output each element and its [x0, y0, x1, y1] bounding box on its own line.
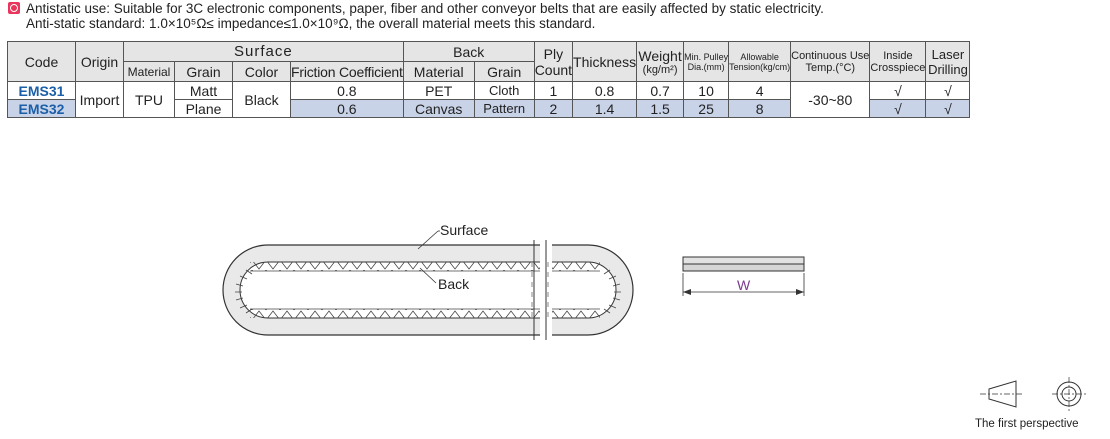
header-laser: Laser Drilling	[925, 41, 971, 82]
table-row: EMS32 Plane 0.6 Canvas Pattern 2 1.4 1.5…	[7, 99, 971, 118]
header-allowable-text: Allowable	[740, 51, 779, 62]
perspective-label: The first perspective	[975, 418, 1079, 430]
header-continuous-unit: Temp.(°C)	[805, 61, 856, 74]
surface-label: Surface	[440, 222, 488, 238]
back-leader	[419, 267, 437, 284]
note-antistatic-use: Antistatic use: Suitable for 3C electron…	[8, 1, 824, 17]
note-antistatic-standard: Anti-static standard: 1.0×10⁵Ω≤ impedanc…	[26, 16, 596, 31]
header-back: Back	[402, 41, 535, 62]
back-label: Back	[438, 276, 470, 292]
header-laser-text: Laser	[931, 46, 965, 62]
first-angle-projection-icon	[980, 377, 1086, 411]
header-inside-unit: Crosspiece	[870, 61, 926, 74]
header-back-grain: Grain	[473, 61, 535, 82]
header-surface-color: Color	[232, 61, 291, 82]
origin-cell: Import	[75, 81, 124, 118]
tension-cell: 8	[728, 99, 792, 118]
header-inside-text: Inside	[883, 49, 913, 62]
header-min-pulley-text: Min. Pulley	[684, 51, 729, 62]
header-allowable-unit: Tension(kg/cm)	[729, 61, 791, 72]
belt-cross-section: W	[682, 256, 805, 296]
header-friction: Friction Coefficient	[290, 61, 404, 82]
header-weight-text: Weight	[638, 47, 682, 64]
width-label: W	[737, 277, 751, 293]
header-min-pulley-unit: Dia.(mm)	[687, 61, 725, 72]
header-weight-unit: (kg/m²)	[642, 63, 678, 76]
surface-material-cell: TPU	[123, 81, 175, 118]
friction-cell: 0.8	[290, 81, 404, 100]
header-thickness: Thickness	[572, 41, 638, 82]
spec-table: Code Origin Surface Back Ply Count Thick…	[7, 41, 971, 118]
header-surface-material: Material	[123, 61, 175, 82]
min-pulley-cell: 25	[683, 99, 730, 118]
header-inside: Inside Crosspiece	[869, 41, 927, 82]
header-origin: Origin	[75, 41, 124, 82]
friction-cell: 0.6	[290, 99, 404, 118]
laser-cell: √	[925, 99, 971, 118]
header-continuous: Continuous Use Temp.(°C)	[790, 41, 871, 82]
header-ply-text: Ply Count	[534, 45, 573, 78]
code-cell: EMS32	[7, 99, 76, 118]
header-min-pulley: Min. Pulley Dia.(mm)	[683, 41, 730, 82]
weight-cell: 1.5	[636, 99, 685, 118]
inside-cell: √	[869, 99, 927, 118]
belt-loop	[222, 240, 634, 340]
ply-cell: 2	[533, 99, 574, 118]
laser-cell: √	[925, 81, 971, 100]
header-surface-grain: Grain	[174, 61, 233, 82]
header-allowable: Allowable Tension(kg/cm)	[728, 41, 792, 82]
header-back-material: Material	[402, 61, 475, 82]
color-cell: Black	[232, 81, 291, 118]
header-surface: Surface	[123, 41, 404, 62]
thickness-cell: 1.4	[572, 99, 638, 118]
header-laser-unit: Drilling	[928, 61, 968, 77]
bullet-icon	[8, 2, 20, 14]
note-line-1: Antistatic use: Suitable for 3C electron…	[26, 1, 824, 16]
back-material-cell: Canvas	[402, 99, 475, 118]
grain-cell: Plane	[174, 99, 233, 118]
temp-cell: -30~80	[790, 81, 871, 118]
weight-cell: 0.7	[636, 81, 685, 100]
header-continuous-text: Continuous Use	[791, 49, 870, 62]
table-row: EMS31 Import TPU Matt Black 0.8 PET Clot…	[7, 81, 971, 118]
surface-leader	[417, 230, 439, 250]
